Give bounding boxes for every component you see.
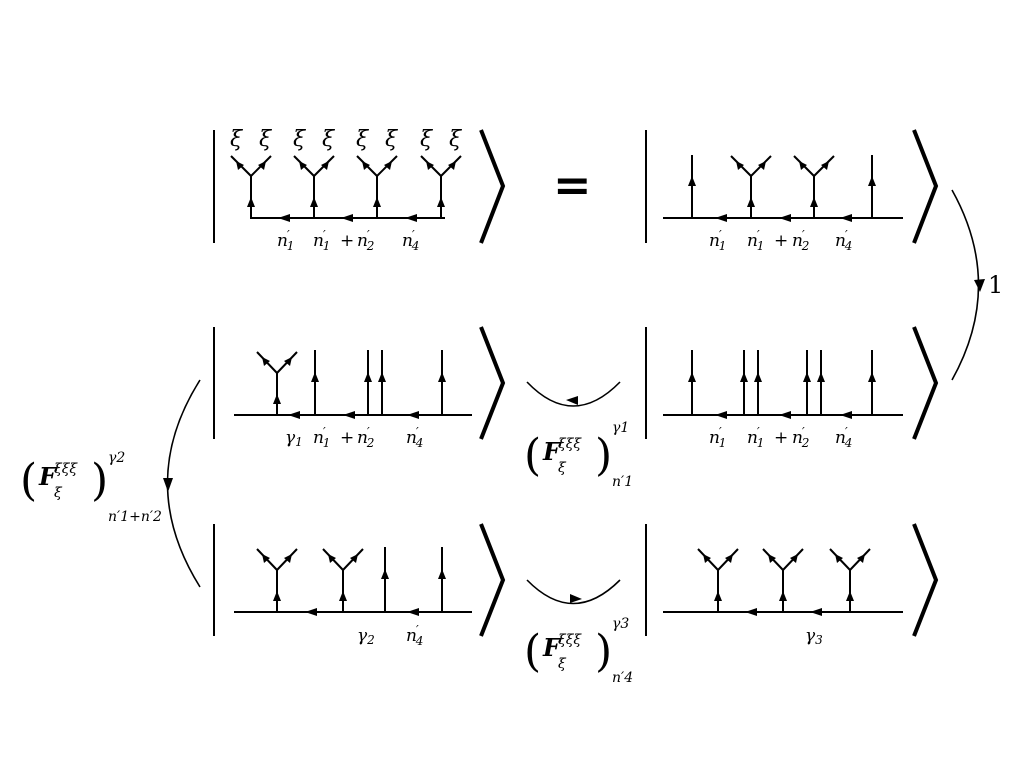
ket-top-right [645,129,939,244]
move-arrow-2-head [566,396,578,405]
edge-labels-top-left: n′1 n′1 + n′2 n′4 [277,228,419,253]
svg-text:n′1: n′1 [612,474,633,490]
ket-angle [912,129,939,244]
svg-text:n′1: n′1 [747,228,764,253]
svg-text:+: + [774,231,788,251]
xi-label: ξ [356,127,370,152]
edge-labels-bottom-left: γ2 n′4 [357,623,423,648]
svg-text:ξξξ: ξξξ [558,436,582,452]
svg-text:F: F [542,437,562,466]
svg-text:n′2: n′2 [792,228,809,253]
move-label-1: 1 [988,271,1003,299]
svg-text:ξ: ξ [558,656,567,672]
move-arrow-4-head [570,594,582,603]
xi-label: ξ [385,127,399,152]
svg-text:n′2: n′2 [357,425,374,450]
svg-text:+: + [340,428,354,448]
svg-text:n′1: n′1 [747,425,764,450]
svg-text:n′4: n′4 [406,425,423,450]
ket-middle-right [645,326,939,440]
xi-label: ξ [293,127,307,152]
svg-text:ξξξ: ξξξ [54,461,78,477]
svg-text:ξ: ξ [558,460,567,476]
svg-text:F: F [38,462,58,491]
svg-text:n′2: n′2 [357,228,374,253]
svg-text:): ) [595,430,612,481]
arrows-bottom-left [262,554,446,616]
svg-text:γ2: γ2 [357,626,375,647]
ket-bottom-right [645,523,939,637]
svg-text:(: ( [20,455,37,506]
arrows-bottom-right [703,554,865,616]
edge-labels-middle-left: γ1 n′1 + n′2 n′4 [285,425,423,450]
svg-text:n′1: n′1 [709,228,726,253]
edge-labels-top-right: n′1 n′1 + n′2 n′4 [709,228,852,253]
edge-labels-middle-right: n′1 n′1 + n′2 n′4 [709,425,852,450]
svg-text:n′1+n′2: n′1+n′2 [108,509,162,525]
ket-bottom-left [213,523,506,637]
ket-angle [912,523,939,637]
xi-label: ξ [449,127,463,152]
svg-text:n′1: n′1 [709,425,726,450]
move-arrow-2 [526,381,621,407]
ket-middle-left [213,326,506,440]
svg-text:γ1: γ1 [612,420,629,436]
arrows-middle-right [688,372,876,419]
svg-text:): ) [595,626,612,677]
svg-text:n′4: n′4 [835,228,852,253]
svg-text:ξ: ξ [54,485,63,501]
svg-text:ξξξ: ξξξ [558,632,582,648]
move-arrow-1-head [974,279,985,292]
move-arrow-3 [166,379,201,588]
xi-label: ξ [259,127,273,152]
svg-text:n′4: n′4 [612,670,633,686]
svg-text:(: ( [524,626,541,677]
svg-text:): ) [91,455,108,506]
svg-text:n′4: n′4 [835,425,852,450]
f-symbol-1: ( F ξξξ ξ ) γ1 n′1 [524,420,633,490]
edge-labels-bottom-right: γ3 [805,626,823,647]
f-symbol-2: ( F ξξξ ξ ) γ3 n′4 [524,616,633,686]
svg-text:F: F [542,633,562,662]
svg-text:n′1: n′1 [313,228,330,253]
ket-angle [912,326,939,440]
svg-text:n′2: n′2 [792,425,809,450]
ket-angle [479,326,506,440]
move-arrow-3-head [163,478,173,492]
svg-text:n′1: n′1 [313,425,330,450]
svg-text:+: + [774,428,788,448]
xi-label: ξ [230,127,244,152]
ket-angle [479,523,506,637]
f-symbol-3: ( F ξξξ ξ ) γ2 n′1+n′2 [20,450,162,525]
move-arrow-1 [951,189,980,381]
xi-label: ξ [322,127,336,152]
svg-text:+: + [340,231,354,251]
ket-angle [479,129,506,244]
arrows-top-right [688,161,876,222]
xi-label: ξ [420,127,434,152]
svg-text:n′1: n′1 [277,228,294,253]
equals-sign: = [553,158,592,212]
arrows-top-left [236,161,456,222]
arrows-middle-left [262,357,446,419]
svg-text:γ2: γ2 [108,450,125,466]
svg-text:γ3: γ3 [805,626,823,647]
move-arrow-4 [526,579,621,605]
svg-text:n′4: n′4 [406,623,423,648]
svg-text:n′4: n′4 [402,228,419,253]
svg-text:γ3: γ3 [612,616,629,632]
svg-text:(: ( [524,430,541,481]
xi-labels-top: ξ ξ ξ ξ ξ ξ ξ ξ [230,127,463,152]
svg-text:γ1: γ1 [285,428,303,449]
